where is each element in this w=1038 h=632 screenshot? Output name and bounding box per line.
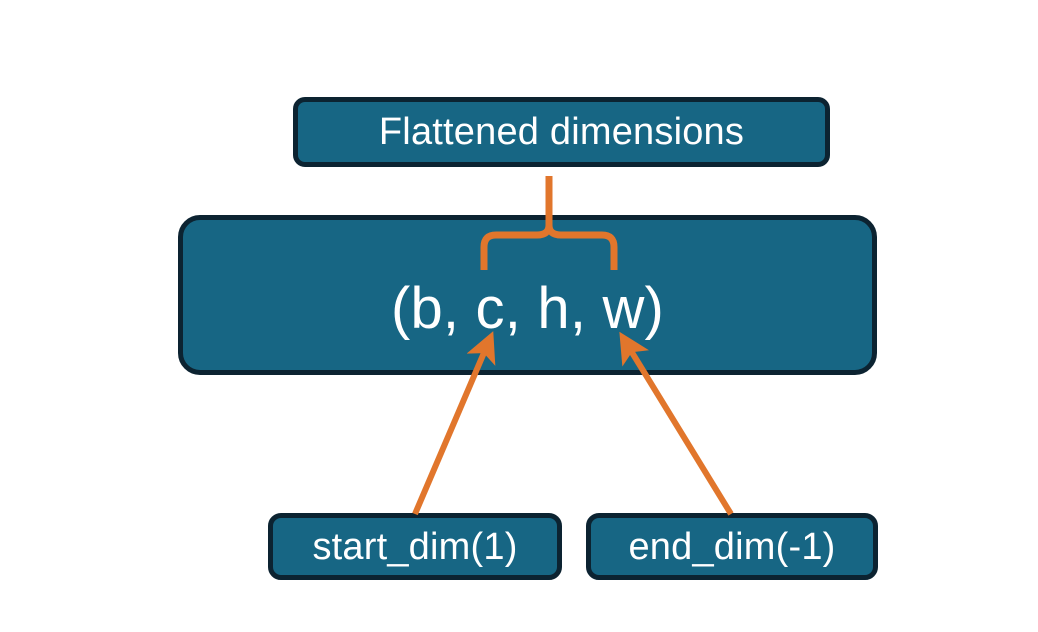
flattened-dimensions-node[interactable]: Flattened dimensions	[293, 97, 830, 167]
start-dim-label: start_dim(1)	[312, 525, 518, 568]
end-dim-label: end_dim(-1)	[628, 525, 836, 568]
flattened-dimensions-label: Flattened dimensions	[378, 111, 745, 153]
tensor-shape-label: (b, c, h, w)	[390, 276, 665, 341]
start-dim-node[interactable]: start_dim(1)	[268, 513, 562, 580]
tensor-shape-node[interactable]: (b, c, h, w)	[178, 215, 877, 375]
end-dim-node[interactable]: end_dim(-1)	[586, 513, 878, 580]
